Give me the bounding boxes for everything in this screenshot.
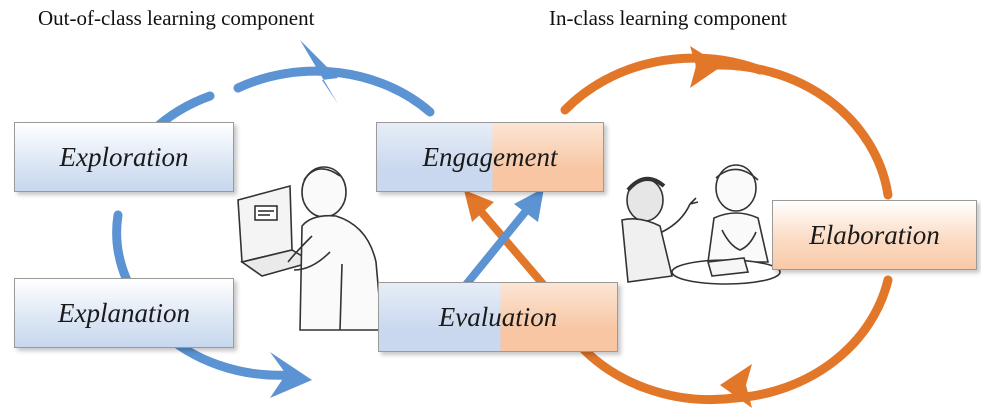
- engagement-box: Engagement: [376, 122, 604, 192]
- blue-arrowhead-top: [300, 40, 338, 104]
- blue-cross-arrow: [456, 202, 534, 296]
- in-class-heading: In-class learning component: [549, 6, 787, 30]
- blue-cross-arrowhead: [514, 188, 544, 222]
- orange-arrowhead-bottom: [720, 364, 752, 408]
- classroom-discussion-illustration: [621, 164, 781, 285]
- blue-arrowhead-bottom: [270, 352, 312, 398]
- orange-cross-arrowhead: [464, 190, 494, 222]
- elaboration-box: Elaboration: [772, 200, 977, 270]
- out-of-class-heading: Out-of-class learning component: [38, 6, 315, 30]
- orange-cross-arrow: [474, 204, 552, 294]
- evaluation-box: Evaluation: [378, 282, 618, 352]
- orange-arrowhead-top: [690, 46, 722, 88]
- in-class-cycle: [560, 53, 893, 405]
- explanation-box: Explanation: [14, 278, 234, 348]
- engagement-label: Engagement: [422, 141, 558, 172]
- exploration-box: Exploration: [14, 122, 234, 192]
- student-at-laptop-illustration: [237, 166, 383, 331]
- exploration-label: Exploration: [59, 141, 189, 172]
- elaboration-label: Elaboration: [809, 219, 940, 250]
- evaluation-label: Evaluation: [438, 301, 558, 332]
- cross-arrows: [456, 188, 552, 296]
- explanation-label: Explanation: [58, 297, 190, 328]
